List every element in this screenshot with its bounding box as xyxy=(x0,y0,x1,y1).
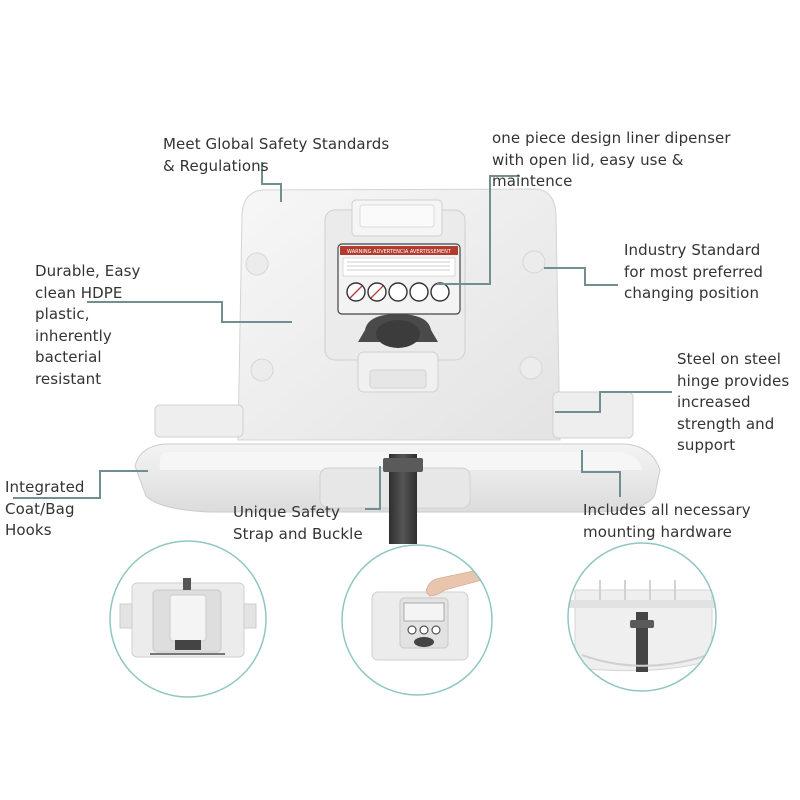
callout-durable-plastic: Durable, Easy clean HDPE plastic, inhere… xyxy=(35,261,141,390)
leader-line xyxy=(437,175,520,285)
callout-steel-hinge: Steel on steel hinge provides increased … xyxy=(677,349,789,457)
warning-label: WARNING ADVERTENCIA AVERTISSEMENT xyxy=(337,243,461,315)
detail-circle-folded xyxy=(109,540,267,698)
callout-line: hinge provides xyxy=(677,371,790,390)
callout-line: bacterial xyxy=(35,348,102,366)
callout-coat-hooks: Integrated Coat/Bag Hooks xyxy=(5,477,85,542)
detail-circle-dispenser xyxy=(341,544,493,696)
callout-line: Meet Global Safety Standards xyxy=(163,135,390,153)
callout-line: with open lid, easy use & xyxy=(492,150,684,169)
bolt-cover xyxy=(250,358,274,382)
callout-line: Includes all necessary xyxy=(583,501,751,519)
callout-line: support xyxy=(677,436,736,454)
leader-line xyxy=(13,470,148,499)
callout-line: clean HDPE xyxy=(35,283,123,302)
pictogram-icon xyxy=(409,282,429,302)
callout-line: Strap and Buckle xyxy=(233,524,363,543)
callout-line: Unique Safety xyxy=(233,503,340,521)
bolt-cover xyxy=(519,356,543,380)
callout-line: changing position xyxy=(624,284,760,302)
leader-line xyxy=(87,301,292,323)
leader-line xyxy=(581,450,621,497)
callout-line: maintence xyxy=(492,172,573,190)
callout-line: mounting hardware xyxy=(583,522,732,541)
callout-line: one piece design liner dipenser xyxy=(492,129,731,147)
leader-lines xyxy=(13,162,672,510)
detail-circle-tray xyxy=(567,542,717,692)
callout-line: Industry Standard xyxy=(624,241,761,259)
hinge-left xyxy=(154,404,244,438)
callout-line: Hooks xyxy=(5,521,52,539)
warning-label-text: WARNING ADVERTENCIA AVERTISSEMENT xyxy=(347,249,452,255)
callout-line: Durable, Easy xyxy=(35,262,141,280)
baby-changing-station: WARNING ADVERTENCIA AVERTISSEMENT xyxy=(134,188,661,544)
callout-mounting-hardware: Includes all necessary mounting hardware xyxy=(583,500,751,543)
callout-line: inherently xyxy=(35,326,112,345)
callout-industry-standard: Industry Standard for most preferred cha… xyxy=(624,240,763,305)
callout-line: strength and xyxy=(677,414,775,433)
pictogram-icon xyxy=(430,282,450,302)
callout-line: Steel on steel xyxy=(677,350,781,368)
callout-line: & Regulations xyxy=(163,156,269,175)
leader-line xyxy=(555,391,672,413)
leader-line xyxy=(261,162,282,202)
leader-line xyxy=(544,267,618,286)
callout-line: resistant xyxy=(35,369,102,388)
bolt-cover xyxy=(245,252,269,276)
bolt-cover xyxy=(522,250,546,274)
callout-line: plastic, xyxy=(35,305,90,323)
callout-line: for most preferred xyxy=(624,262,764,281)
pictogram-icon xyxy=(388,282,408,302)
callout-liner-dispenser: one piece design liner dipenser with ope… xyxy=(492,128,731,193)
callout-line: Integrated xyxy=(5,478,85,496)
callout-line: Coat/Bag xyxy=(5,499,75,518)
leader-line xyxy=(365,466,381,510)
hinge-right xyxy=(552,391,634,439)
callout-safety-standards: Meet Global Safety Standards & Regulatio… xyxy=(163,134,389,177)
callout-line: increased xyxy=(677,393,751,411)
callout-safety-strap: Unique Safety Strap and Buckle xyxy=(233,502,363,545)
